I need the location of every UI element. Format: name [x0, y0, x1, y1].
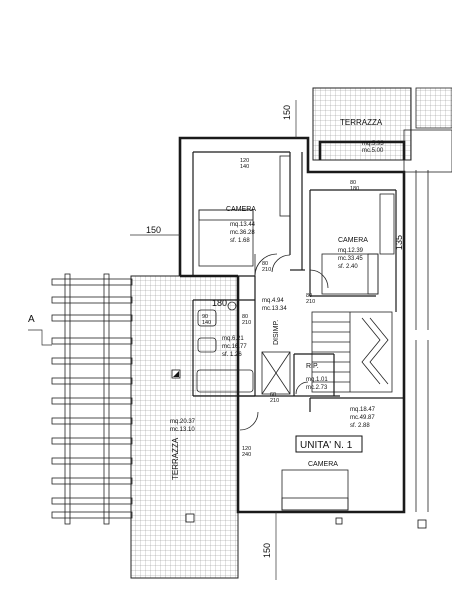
hall-name: DISIMP.	[273, 320, 280, 345]
door-210-e: 210	[270, 398, 279, 404]
bedroom-3-mc: mc.49.87	[350, 415, 375, 421]
dim-180-bath: 180	[212, 298, 227, 308]
unit-label: UNITA' N. 1	[300, 440, 353, 451]
bath-mc: mc.16.77	[222, 344, 247, 350]
bedroom-2-name: CAMERA	[338, 237, 368, 244]
dimension-lines	[28, 100, 297, 580]
door-210-b: 210	[262, 267, 271, 273]
hall-mc: mc.13.34	[262, 306, 287, 312]
door-80-b: 80	[262, 261, 268, 267]
dim-150-top: 150	[282, 105, 292, 120]
unit-label-box	[295, 435, 363, 453]
terrace-left-mc: mc.13.10	[170, 427, 195, 433]
bedroom-3-mq: mq.18.47	[350, 407, 376, 413]
storage-cross	[261, 351, 291, 395]
staircase	[311, 311, 393, 393]
pergola	[51, 273, 133, 525]
bedroom-2-mq: mq.12.39	[338, 248, 364, 254]
section-marker: A	[28, 314, 35, 325]
bedroom-2-mc: mc.33.45	[338, 256, 363, 262]
marker-small-bottom	[335, 517, 343, 525]
marker-square-right	[417, 519, 427, 529]
bath-mq: mq.6.21	[222, 336, 244, 342]
right-exterior	[403, 129, 452, 512]
bedroom-1-mq: mq.13.44	[230, 222, 256, 228]
bedroom-1-sf: sf. 1.68	[230, 238, 250, 244]
terrace-top-floor	[312, 87, 412, 161]
bedroom-1-mc: mc.36.28	[230, 230, 255, 236]
dim-135: 135	[394, 235, 404, 250]
door-210-d: 210	[242, 320, 251, 326]
window-120: 120	[242, 446, 251, 452]
marker-square-bottom	[185, 513, 195, 523]
window-90: 90	[202, 314, 208, 320]
dim-150-bottom: 150	[262, 543, 272, 558]
terrace-top-name: TERRAZZA	[340, 118, 383, 127]
storage-mq: mq.1.01	[306, 377, 328, 383]
beds	[198, 209, 379, 511]
bath-sf: sf. 1.26	[222, 352, 242, 358]
interior-walls	[192, 151, 404, 412]
door-swings	[239, 253, 329, 431]
door-180-a: 180	[350, 186, 359, 192]
terrace-left-name: TERRAZZA	[171, 437, 180, 480]
door-80-c: 80	[306, 293, 312, 299]
door-60: 60	[270, 392, 276, 398]
bedroom-3-name: CAMERA	[308, 461, 338, 468]
terrace-left-mq: mq.20.37	[170, 419, 196, 425]
window-240: 240	[242, 452, 251, 458]
terrace-top-mq: mq.5.93	[362, 141, 384, 147]
door-80-a: 80	[350, 180, 356, 186]
wardrobes	[279, 155, 395, 255]
bedroom-1-name: CAMERA	[226, 206, 256, 213]
window-140: 140	[202, 320, 211, 326]
terrace-right-strip	[415, 87, 452, 129]
storage-mc: mc.2.73	[306, 385, 328, 391]
dim-150-left: 150	[146, 225, 161, 235]
door-210-c: 210	[306, 299, 315, 305]
storage-name: RIP.	[306, 363, 319, 370]
marker-triangle-left	[173, 371, 179, 377]
terrace-left-floor	[130, 275, 239, 579]
door-140: 140	[240, 164, 249, 170]
bedroom-3-sf: sf. 2.88	[350, 423, 370, 429]
terrace-top-mc: mc.5.00	[362, 148, 384, 154]
door-80-d: 80	[242, 314, 248, 320]
bath-fixtures	[196, 301, 254, 393]
bedroom-2-sf: sf. 2.40	[338, 264, 358, 270]
door-120: 120	[240, 158, 249, 164]
hall-mq: mq.4.94	[262, 298, 284, 304]
